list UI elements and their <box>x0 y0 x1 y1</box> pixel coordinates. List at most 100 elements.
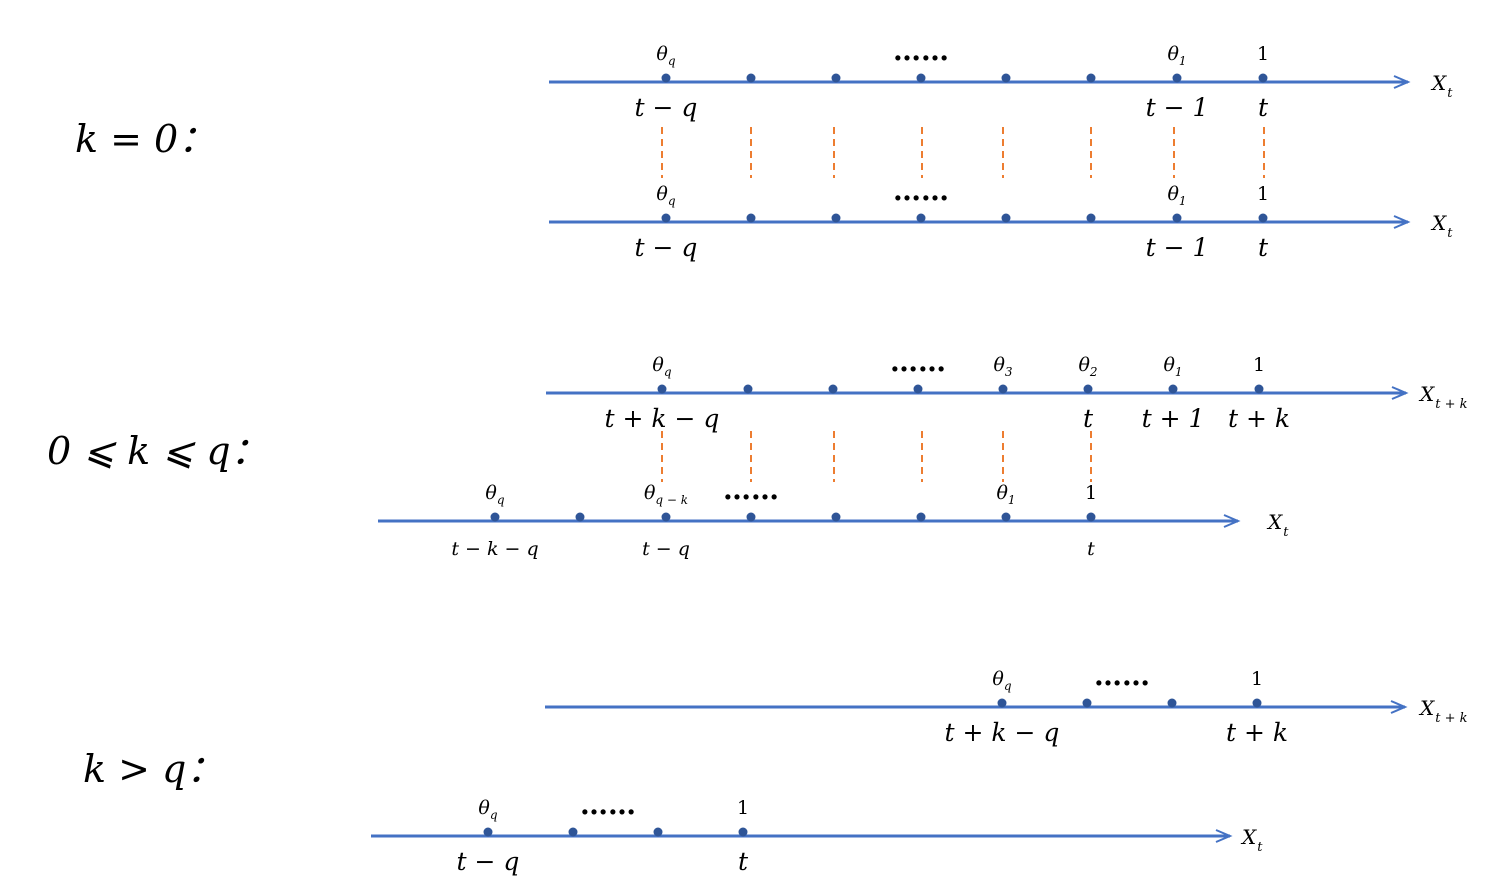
case2-line0-coef-3: 1 <box>1251 668 1263 690</box>
case1-line0-point-7 <box>1254 384 1264 394</box>
case0-line0-time-6: t − 1 <box>1146 93 1209 122</box>
case1-line0-point-0 <box>657 384 667 394</box>
case2-line0-timeline: Xt + k …… θq t + k − q 1 t + k <box>545 659 1468 747</box>
case2-line1-time-3: t <box>738 847 749 876</box>
case0-line0-point-5 <box>1086 73 1096 83</box>
case-label-k-between: 0 ⩽ k ⩽ q： <box>47 429 269 473</box>
case1-line0-time-0: t + k − q <box>605 404 720 433</box>
case1-line1-point-6 <box>1001 512 1011 522</box>
case1-line0-axis-label: Xt + k <box>1418 382 1468 412</box>
case2-line0-point-0 <box>997 698 1007 708</box>
case1-line1-coef-6: θ1 <box>996 482 1015 507</box>
case2-line1-time-0: t − q <box>457 847 520 876</box>
case0-line1-coef-0: θq <box>656 183 675 208</box>
case0-line0-point-2 <box>831 73 841 83</box>
case0-line1-point-7 <box>1258 213 1268 223</box>
case0-line0-point-7 <box>1258 73 1268 83</box>
case0-line1-time-7: t <box>1258 233 1269 262</box>
case0-line1-time-6: t − 1 <box>1146 233 1209 262</box>
case0-line1-point-6 <box>1172 213 1182 223</box>
case1-line0-coef-4: θ3 <box>993 354 1012 379</box>
case2-line1-coef-0: θq <box>478 797 497 822</box>
case0-line0-coef-6: θ1 <box>1167 43 1186 68</box>
alignment-dashes <box>661 127 1265 482</box>
case2-line0-time-0: t + k − q <box>945 718 1060 747</box>
case2-line1-axis-label: Xt <box>1240 825 1263 855</box>
case1-line1-timeline: Xt …… θq t − k − q θq − k t − q θ1 1 t <box>378 473 1289 560</box>
case0-line1-coef-6: θ1 <box>1167 183 1186 208</box>
case1-line1-point-7 <box>1086 512 1096 522</box>
case2-line0-coef-0: θq <box>992 668 1011 693</box>
case2-line1-point-2 <box>653 827 663 837</box>
case2-line1-coef-3: 1 <box>737 797 749 819</box>
case0-line0-point-6 <box>1172 73 1182 83</box>
case1-line0-time-6: t + 1 <box>1142 404 1205 433</box>
case1-line0-coef-6: θ1 <box>1163 354 1182 379</box>
case0-line0-axis-label: Xt <box>1430 71 1453 101</box>
case0-line0-ellipsis: …… <box>893 34 949 67</box>
case0-line1-ellipsis: …… <box>893 174 949 207</box>
case1-line1-point-3 <box>746 512 756 522</box>
case-label-k-zero: k = 0： <box>75 117 216 161</box>
case0-line1-coef-7: 1 <box>1257 183 1269 205</box>
case-label-k-greater: k > q： <box>83 747 224 791</box>
case1-line0-point-1 <box>743 384 753 394</box>
case0-line0-time-0: t − q <box>635 93 698 122</box>
case1-line1-time-2: t − q <box>642 538 690 560</box>
case1-line1-ellipsis: …… <box>723 473 779 506</box>
case2-line0-point-2 <box>1167 698 1177 708</box>
case2-line0-ellipsis: …… <box>1094 659 1150 692</box>
case1-line1-point-5 <box>916 512 926 522</box>
case1-line1-point-4 <box>831 512 841 522</box>
case0-line1-axis-label: Xt <box>1430 211 1453 241</box>
case1-line0-ellipsis: …… <box>890 345 946 378</box>
case0-line1-point-0 <box>661 213 671 223</box>
case1-line0-point-4 <box>998 384 1008 394</box>
case2-line0-axis-label: Xt + k <box>1418 696 1468 726</box>
case0-line1-point-3 <box>916 213 926 223</box>
case2-line0-time-3: t + k <box>1226 718 1288 747</box>
case0-line0-point-0 <box>661 73 671 83</box>
case0-line0-point-3 <box>916 73 926 83</box>
case2-line0-point-1 <box>1082 698 1092 708</box>
case1-line1-axis-label: Xt <box>1266 510 1289 540</box>
case0-line0-point-1 <box>746 73 756 83</box>
case1-line1-point-0 <box>490 512 500 522</box>
case2-line0-point-3 <box>1252 698 1262 708</box>
case1-line1-coef-0: θq <box>485 482 504 507</box>
case1-line0-coef-0: θq <box>652 354 671 379</box>
case1-line1-point-1 <box>575 512 585 522</box>
case0-line0-point-4 <box>1001 73 1011 83</box>
case1-line0-point-3 <box>913 384 923 394</box>
case1-line0-coef-5: θ2 <box>1078 354 1097 379</box>
case0-line0-coef-0: θq <box>656 43 675 68</box>
case2-line1-point-1 <box>568 827 578 837</box>
case0-line1-point-2 <box>831 213 841 223</box>
case2-line1-timeline: Xt …… θq t − q 1 t <box>371 788 1263 876</box>
case0-line1-point-5 <box>1086 213 1096 223</box>
case1-line0-time-7: t + k <box>1228 404 1290 433</box>
case1-line1-time-0: t − k − q <box>451 538 538 560</box>
case2-line1-ellipsis: …… <box>580 788 636 821</box>
case0-line1-timeline: Xt …… θq t − q θ1 t − 1 1 t <box>549 174 1453 262</box>
case0-line0-timeline: Xt …… θq t − q θ1 t − 1 1 t <box>549 34 1453 122</box>
case0-line1-time-0: t − q <box>635 233 698 262</box>
case0-line1-point-4 <box>1001 213 1011 223</box>
case1-line0-timeline: Xt + k …… θq t + k − q θ3 θ2 t θ1 t + 1 1 t + k <box>546 345 1468 433</box>
case1-line1-coef-2: θq − k <box>644 482 688 507</box>
case0-line0-time-7: t <box>1258 93 1269 122</box>
case1-line0-coef-7: 1 <box>1253 354 1265 376</box>
case2-line1-point-0 <box>483 827 493 837</box>
case1-line1-coef-7: 1 <box>1085 482 1097 504</box>
case2-line1-point-3 <box>738 827 748 837</box>
case0-line0-coef-7: 1 <box>1257 43 1269 65</box>
case1-line1-time-7: t <box>1087 538 1095 560</box>
case1-line0-time-5: t <box>1083 404 1094 433</box>
case1-line0-point-2 <box>828 384 838 394</box>
case1-line0-point-6 <box>1168 384 1178 394</box>
case1-line1-point-2 <box>661 512 671 522</box>
case1-line0-point-5 <box>1083 384 1093 394</box>
case0-line1-point-1 <box>746 213 756 223</box>
